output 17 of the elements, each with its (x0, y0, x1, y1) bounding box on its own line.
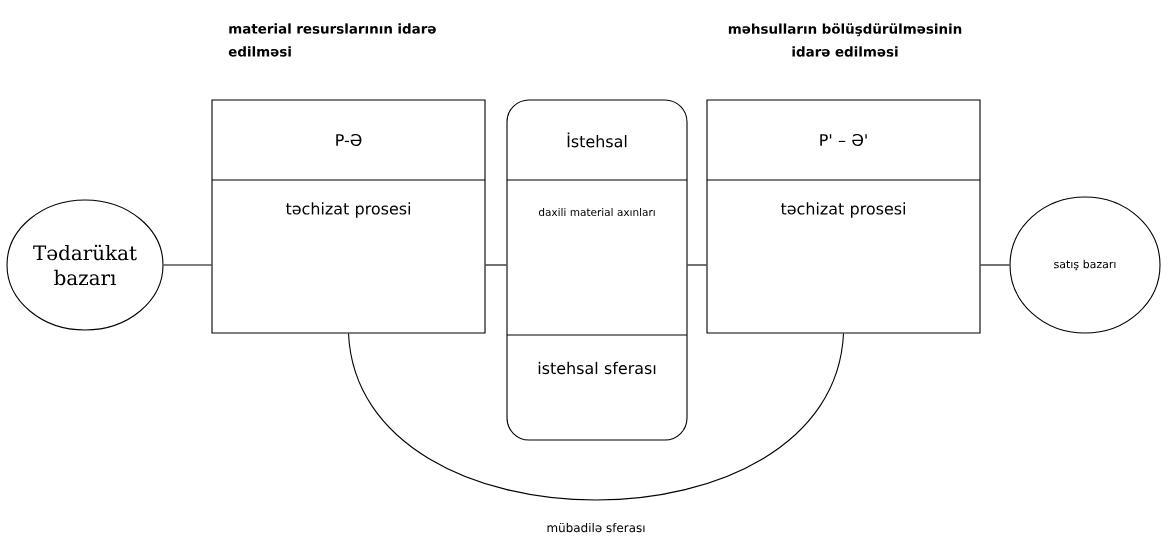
connector-line (980, 264, 1010, 266)
connector-line (163, 264, 212, 266)
connector-line (347, 333, 845, 501)
box-text: İstehsal (567, 132, 627, 148)
edge-label: mübadilə sferası (545, 521, 647, 534)
heading-text: material resurslarının idarə edilməsi (228, 23, 436, 57)
box-text: təchizat prosesi (780, 202, 905, 218)
box-text: satış bazarı (1054, 259, 1116, 271)
box-text: istehsal sferası (538, 361, 656, 375)
box-text: Tədarükat bazarı (33, 244, 137, 286)
connector-line (687, 264, 707, 266)
heading-text: məhsulların bölüşdürülməsinin idarə edilməsi (728, 23, 962, 57)
box-text: P-Ə (336, 133, 362, 146)
box-text: P' – Ə' (820, 133, 867, 146)
connector-line (485, 264, 507, 266)
box-text: daxili material axınları (538, 207, 655, 217)
box-text: təchizat prosesi (285, 202, 410, 218)
